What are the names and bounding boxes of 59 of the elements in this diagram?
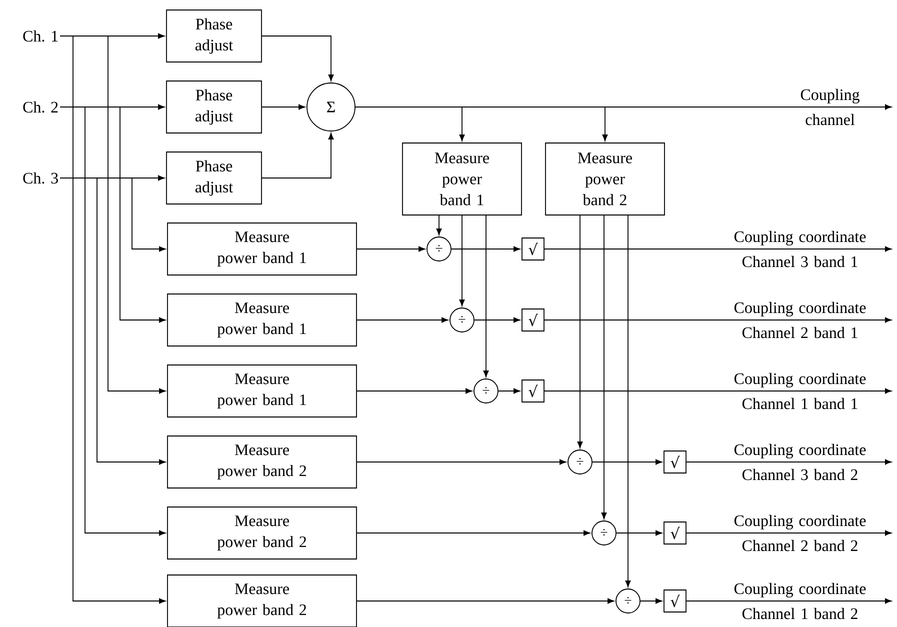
arrow xyxy=(262,36,334,82)
output-label: Coupling coordinate Channel 3 band 2 xyxy=(734,444,866,480)
arrow xyxy=(60,106,166,536)
arrow xyxy=(356,598,614,604)
output-label: Coupling coordinate Channel 1 band 2 xyxy=(734,582,866,620)
arrow xyxy=(592,459,662,465)
arrow xyxy=(262,104,306,110)
arrow xyxy=(616,530,662,536)
channel-label: Ch. 2 xyxy=(23,101,58,113)
output-label: Coupling coordinate Channel 2 band 2 xyxy=(734,514,866,552)
arrow xyxy=(356,246,426,252)
output-label: Coupling coordinate Channel 3 band 1 xyxy=(734,230,866,268)
square-root-box: √ xyxy=(664,522,686,544)
arrow xyxy=(356,388,472,394)
process-box: Measure power band 2 xyxy=(167,436,357,488)
summing-junction: Σ xyxy=(306,82,356,132)
arrow xyxy=(625,215,631,588)
arrow xyxy=(640,598,662,604)
output-label: Coupling channel xyxy=(800,88,860,126)
arrow xyxy=(686,530,892,536)
arrow xyxy=(355,106,608,142)
process-box: Phase adjust xyxy=(166,80,262,134)
process-box: Measure power band 1 xyxy=(167,294,357,346)
output-label: Coupling coordinate Channel 1 band 1 xyxy=(734,372,866,410)
square-root-box: √ xyxy=(664,450,686,474)
process-box: Measure power band 2 xyxy=(167,506,357,560)
arrow xyxy=(601,215,607,520)
process-box: Measure power band 1 xyxy=(402,142,522,216)
process-box: Measure power band 2 xyxy=(545,142,665,216)
arrow xyxy=(451,246,520,252)
arrow xyxy=(483,215,489,378)
square-root-box: √ xyxy=(522,238,544,260)
arrow xyxy=(356,530,590,536)
square-root-box: √ xyxy=(664,590,686,612)
square-root-box: √ xyxy=(522,380,544,402)
arrow xyxy=(544,317,892,323)
process-box: Measure power band 1 xyxy=(167,222,357,276)
process-box: Phase adjust xyxy=(166,152,262,204)
process-box: Phase adjust xyxy=(166,10,262,62)
arrow xyxy=(686,459,892,465)
arrow xyxy=(544,388,892,394)
arrow xyxy=(498,388,520,394)
channel-label: Ch. 1 xyxy=(23,30,58,42)
arrow xyxy=(459,215,465,306)
arrow xyxy=(356,317,448,323)
arrow xyxy=(577,215,583,448)
output-label: Coupling coordinate Channel 2 band 1 xyxy=(734,302,866,338)
arrow xyxy=(474,317,520,323)
square-root-box: √ xyxy=(522,308,544,332)
process-box: Measure power band 2 xyxy=(167,574,357,627)
arrow xyxy=(686,598,892,604)
arrow xyxy=(436,215,442,236)
arrow xyxy=(60,36,166,604)
arrow xyxy=(356,459,566,465)
process-box: Measure power band 1 xyxy=(167,364,357,418)
arrow xyxy=(60,178,166,465)
arrow xyxy=(262,132,334,178)
arrow xyxy=(544,246,892,252)
channel-label: Ch. 3 xyxy=(23,172,58,184)
